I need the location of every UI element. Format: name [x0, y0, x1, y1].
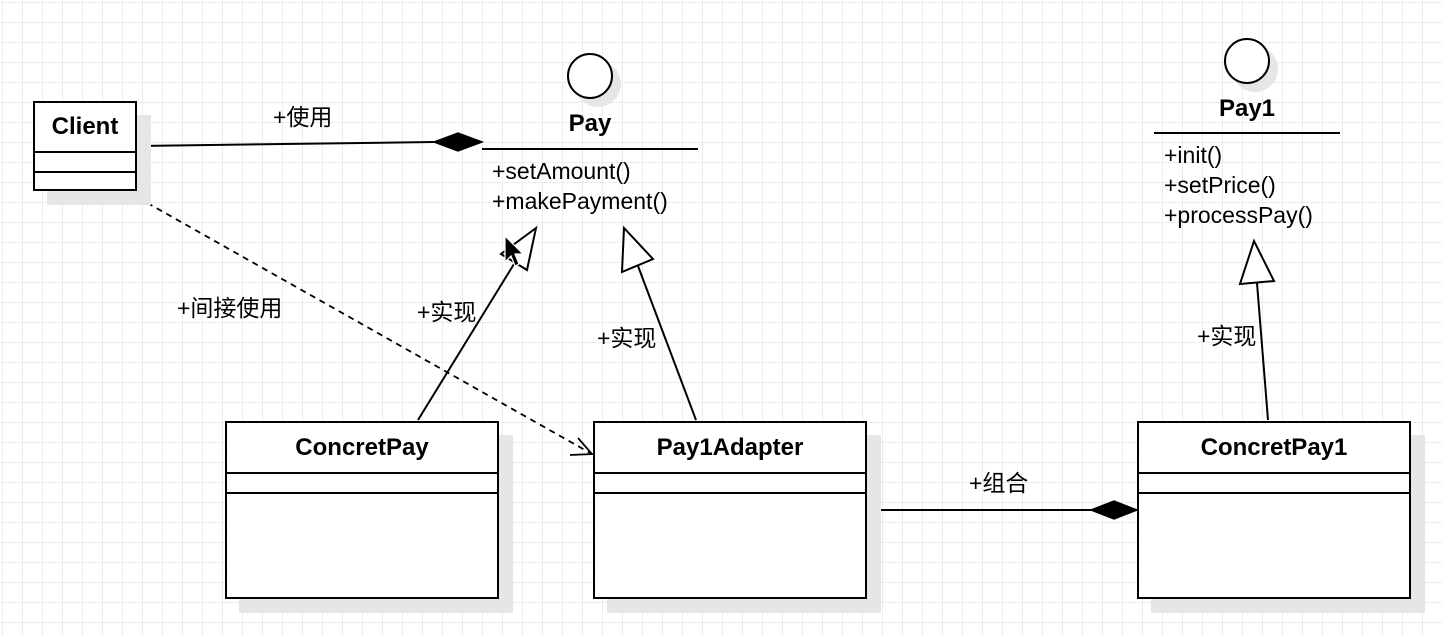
operation-item: +setPrice() — [1164, 172, 1276, 198]
class-name: ConcretPay — [227, 423, 497, 474]
class-client[interactable]: Client — [33, 101, 137, 191]
class-pay1adapter[interactable]: Pay1Adapter — [593, 421, 867, 599]
class-name: Client — [35, 103, 135, 153]
lollipop-circle-icon — [1224, 38, 1270, 84]
operation-item: +setAmount() — [492, 158, 631, 184]
interface-operations: +setAmount() +makePayment() — [492, 156, 668, 216]
class-attributes-compartment — [227, 474, 497, 494]
composition-diamond-icon — [431, 132, 485, 152]
class-concretpay1[interactable]: ConcretPay1 — [1137, 421, 1411, 599]
interface-divider — [1154, 132, 1340, 134]
interface-name: Pay — [568, 110, 612, 137]
edge-concretpay1-pay1-realization[interactable] — [1238, 238, 1276, 421]
operation-item: +init() — [1164, 142, 1223, 168]
edge-label-adapter-pay: +实现 — [597, 325, 657, 351]
edge-label-concretpay1-pay1: +实现 — [1197, 323, 1257, 349]
edge-adapter-concretpay1-composition[interactable] — [868, 500, 1140, 520]
edge-label-client-adapter: +间接使用 — [177, 295, 283, 321]
edge-label-concretpay-pay: +实现 — [417, 299, 477, 325]
class-attributes-compartment — [595, 474, 865, 494]
class-concretpay[interactable]: ConcretPay — [225, 421, 499, 599]
class-attributes-compartment — [35, 153, 135, 173]
lollipop-circle-icon — [567, 53, 613, 99]
interface-operations: +init() +setPrice() +processPay() — [1164, 140, 1313, 230]
edge-adapter-pay-realization[interactable] — [620, 225, 697, 421]
edge-client-adapter-dependency[interactable] — [127, 191, 594, 456]
class-name: Pay1Adapter — [595, 423, 865, 474]
edge-label-client-pay: +使用 — [273, 104, 333, 130]
operation-item: +makePayment() — [492, 188, 668, 214]
class-name: ConcretPay1 — [1139, 423, 1409, 474]
edge-client-pay-composition[interactable] — [137, 132, 485, 152]
class-attributes-compartment — [1139, 474, 1409, 494]
composition-diamond-icon — [1088, 500, 1140, 520]
realization-triangle-icon — [620, 225, 655, 274]
interface-divider — [482, 148, 698, 150]
open-arrow-icon — [569, 437, 594, 456]
mouse-pointer-icon — [504, 234, 525, 267]
realization-triangle-icon — [1238, 238, 1276, 286]
edge-label-adapter-concretpay1: +组合 — [969, 470, 1029, 496]
interface-name: Pay1 — [1218, 95, 1276, 122]
operation-item: +processPay() — [1164, 202, 1313, 228]
